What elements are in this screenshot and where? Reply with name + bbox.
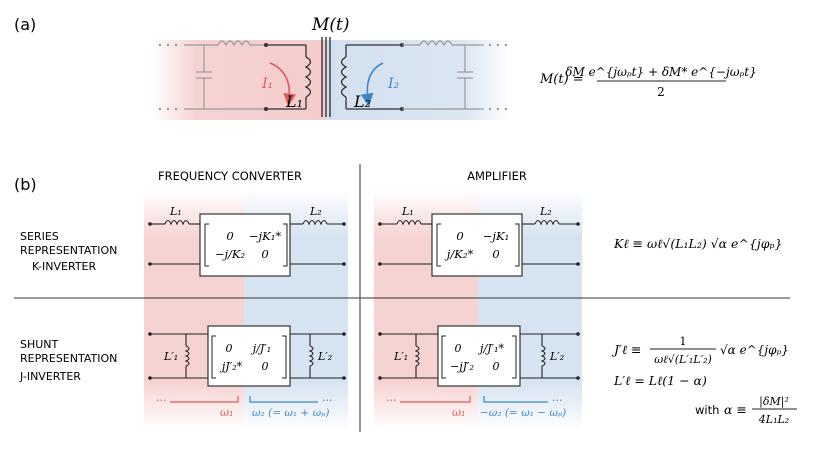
frequency-brackets: ··· ω₁ ··· ω₂ (= ω₁ + ωₚ) ··· ω₁ ··· −ω₂… — [156, 394, 566, 419]
row-label-series: SERIES REPRESENTATION K-INVERTER — [20, 230, 117, 273]
shunt-fc-r1c1: 0 — [226, 342, 233, 355]
shunt-fc-r1c2: j/J′₁ — [250, 342, 271, 355]
fc-omega1: ω₁ — [220, 406, 233, 419]
shunt-fc-terminals — [148, 332, 346, 380]
shunt-fc-L1: L′₁ — [163, 350, 178, 363]
eq-a-numerator: δM e^{jωₚt} + δM* e^{−jωₚt} — [565, 65, 757, 79]
left-loop — [266, 44, 312, 110]
column-header-amplifier: AMPLIFIER — [467, 169, 527, 183]
series-amp-r1c1: 0 — [456, 229, 463, 243]
row-shunt-line-2: REPRESENTATION — [20, 352, 117, 365]
coupling-label: M(t) — [311, 15, 350, 35]
eq-alpha-denominator: 4L₁L₂ — [758, 413, 789, 426]
series-fc-r1c1: 0 — [226, 229, 233, 243]
series-amp-r2c1: j/K₂* — [444, 247, 474, 261]
eq-K: Kℓ ≡ ωℓ√(L₁L₂) √α e^{jφₚ} — [613, 236, 782, 251]
row-shunt-line-1: SHUNT — [20, 338, 59, 351]
row-label-shunt: SHUNT REPRESENTATION J-INVERTER — [19, 338, 117, 383]
shunt-fc-circuit — [150, 325, 344, 387]
shunt-fc-r2c1: jJ′₂* — [219, 360, 243, 373]
fc-red-dots: ··· — [156, 394, 167, 407]
amp-omega2: −ω₂ (= ω₁ − ωₚ) — [480, 407, 566, 419]
shunt-amp-r1c1: 0 — [455, 342, 462, 355]
amp-omega1: ω₁ — [452, 406, 465, 419]
amp-red-dots: ··· — [386, 394, 397, 407]
panel-a-label: (a) — [14, 15, 36, 34]
shunt-fc-matrix: 0 j/J′₁ jJ′₂* 0 — [211, 335, 287, 379]
fc-red-bracket — [170, 396, 239, 403]
shunt-amp-circuit — [380, 325, 578, 387]
left-nodes — [264, 43, 268, 111]
panel-b: (b) FREQUENCY CONVERTER AMPLIFIER SERIES… — [14, 164, 797, 432]
series-amp-r1c2: −jK₁ — [483, 229, 509, 243]
current-2-label: I₂ — [387, 76, 400, 92]
panel-b-label: (b) — [14, 175, 37, 194]
fc-blue-bracket — [249, 396, 318, 403]
amp-red-bracket — [400, 396, 471, 403]
series-amp-terminals — [378, 222, 580, 266]
series-amp-circuit — [380, 213, 578, 277]
eq-a-lhs: M(t) = — [539, 72, 584, 87]
row-shunt-line-3: J-INVERTER — [19, 370, 81, 383]
current-arrow-1 — [269, 62, 297, 107]
shunt-amp-r1c2: j/J′₁* — [477, 342, 504, 355]
eq-J-lhs: J′ℓ ≡ — [611, 342, 642, 357]
series-amp-L2: L₂ — [539, 205, 552, 218]
shunt-fc-r2c2: 0 — [262, 360, 269, 373]
shunt-amp-matrix: 0 j/J′₁* −jJ′₂ 0 — [441, 335, 517, 379]
series-fc-r1c2: −jK₁* — [249, 229, 281, 243]
row-series-line-2: REPRESENTATION — [20, 244, 117, 257]
eq-L-prime: L′ℓ = Lℓ(1 − α) — [613, 373, 707, 388]
red-region-a — [152, 40, 326, 120]
current-arrow-2 — [360, 62, 384, 107]
dots-left — [158, 43, 178, 111]
eq-J-numerator: 1 — [680, 335, 687, 348]
panel-a: (a) M(t) — [14, 15, 757, 120]
shunt-amp-L1: L′₁ — [393, 350, 408, 363]
shunt-amp-terminals — [378, 332, 580, 380]
inductor-1-label: L₁ — [285, 92, 303, 111]
eq-alpha-lhs: α ≡ — [724, 402, 747, 417]
row-series-line-1: SERIES — [20, 230, 59, 243]
series-fc-matrix: 0 −jK₁* −j/K₂ 0 — [204, 223, 288, 267]
eq-alpha-numerator: |δM|² — [759, 395, 789, 409]
transformer-core — [321, 37, 331, 117]
shunt-equations: J′ℓ ≡ 1 ωℓ√(L′₁L′₂) √α e^{jφₚ} L′ℓ = Lℓ(… — [611, 335, 797, 426]
amp-blue-dots: ··· — [552, 394, 563, 407]
eq-J-tail: √α e^{jφₚ} — [720, 343, 789, 357]
shunt-amp-L2: L′₂ — [549, 350, 564, 363]
inductor-2-label: L₂ — [353, 92, 371, 111]
eq-a-denominator: 2 — [657, 85, 665, 99]
series-fc-L2: L₂ — [309, 205, 322, 218]
series-amp-r2c2: 0 — [492, 247, 499, 261]
series-fc-circuit — [150, 213, 344, 277]
series-amp-L1: L₁ — [401, 205, 414, 218]
left-network — [184, 40, 266, 110]
right-loop — [340, 44, 402, 110]
shunt-fc-L2: L′₂ — [317, 350, 332, 363]
amp-blue-bracket — [483, 396, 548, 403]
column-header-frequency-converter: FREQUENCY CONVERTER — [158, 169, 302, 183]
blue-region-a — [326, 40, 510, 120]
shunt-amp-r2c2: 0 — [493, 360, 500, 373]
series-fc-r2c2: 0 — [261, 247, 268, 261]
current-1-label: I₁ — [261, 76, 273, 92]
series-amp-matrix: 0 −jK₁ j/K₂* 0 — [436, 223, 520, 267]
right-network — [402, 40, 484, 110]
fc-omega2: ω₂ (= ω₁ + ωₚ) — [252, 407, 329, 419]
eq-alpha-prefix: with — [695, 403, 719, 417]
row-series-line-3: K-INVERTER — [32, 260, 96, 273]
series-fc-L1: L₁ — [169, 205, 182, 218]
fc-blue-dots: ··· — [322, 394, 333, 407]
eq-J-denominator: ωℓ√(L′₁L′₂) — [654, 353, 712, 366]
series-fc-terminals — [148, 222, 346, 266]
dots-right — [488, 43, 508, 111]
series-fc-r2c1: −j/K₂ — [215, 247, 246, 261]
shunt-amp-r2c1: −jJ′₂ — [450, 360, 474, 373]
